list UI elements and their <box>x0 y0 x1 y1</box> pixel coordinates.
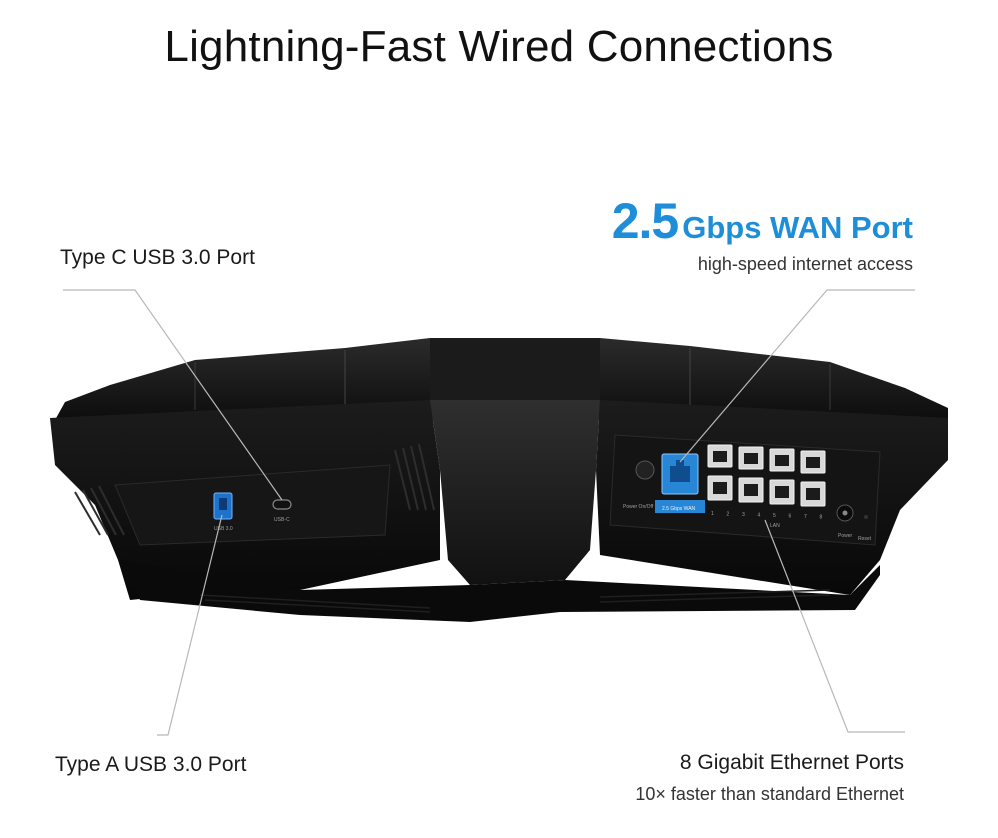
lan-port-number: 4 <box>758 513 761 519</box>
power-button <box>635 460 655 480</box>
usb-a-port-label: USB 3.0 <box>214 526 233 532</box>
ethernet-subtitle: 10× faster than standard Ethernet <box>635 784 904 804</box>
lan-port-number: 6 <box>789 514 792 520</box>
router-center-body <box>430 400 600 585</box>
reset-pinhole <box>864 515 868 519</box>
usb-c-port-label: USB-C <box>274 517 290 523</box>
power-onoff-label: Power On/Off <box>623 504 654 510</box>
type-a-leader-line <box>157 514 223 736</box>
left-port-panel <box>114 464 391 546</box>
wan-speed-value: 2.5 <box>611 193 680 249</box>
reset-label: Reset <box>858 536 872 542</box>
page-title: Lightning-Fast Wired Connections <box>164 22 834 71</box>
lan-port-number: 8 <box>820 515 823 521</box>
wan-speed-unit: Gbps WAN Port <box>682 210 913 245</box>
ethernet-ports-label: 8 Gigabit Ethernet Ports <box>679 751 904 774</box>
bottom-vents <box>199 589 831 613</box>
left-vents <box>74 443 435 536</box>
power-jack-label: Power <box>838 533 853 539</box>
wan-leader-line <box>679 289 915 463</box>
router-top-center <box>430 338 600 400</box>
lan-number-labels: 1 2 3 4 5 6 7 8 <box>711 511 823 521</box>
lan-port-number: 7 <box>804 514 807 520</box>
type-c-usb-label: Type C USB 3.0 Port <box>60 246 255 269</box>
router-base <box>118 560 880 622</box>
lan-port-number: 3 <box>742 512 745 518</box>
lan-port-number: 5 <box>773 513 776 519</box>
type-c-leader-line <box>63 289 283 501</box>
wan-port-label: 2.5 Gbps WAN <box>662 506 696 512</box>
lan-port-number: 2 <box>727 512 730 518</box>
lan-label: LAN <box>770 523 780 529</box>
wan-port-label-bg <box>655 500 705 513</box>
lan-port-number: 1 <box>711 511 714 517</box>
wan-subtitle: high-speed internet access <box>697 254 913 274</box>
ethernet-leader-line <box>764 519 905 733</box>
type-a-usb-label: Type A USB 3.0 Port <box>55 753 247 776</box>
